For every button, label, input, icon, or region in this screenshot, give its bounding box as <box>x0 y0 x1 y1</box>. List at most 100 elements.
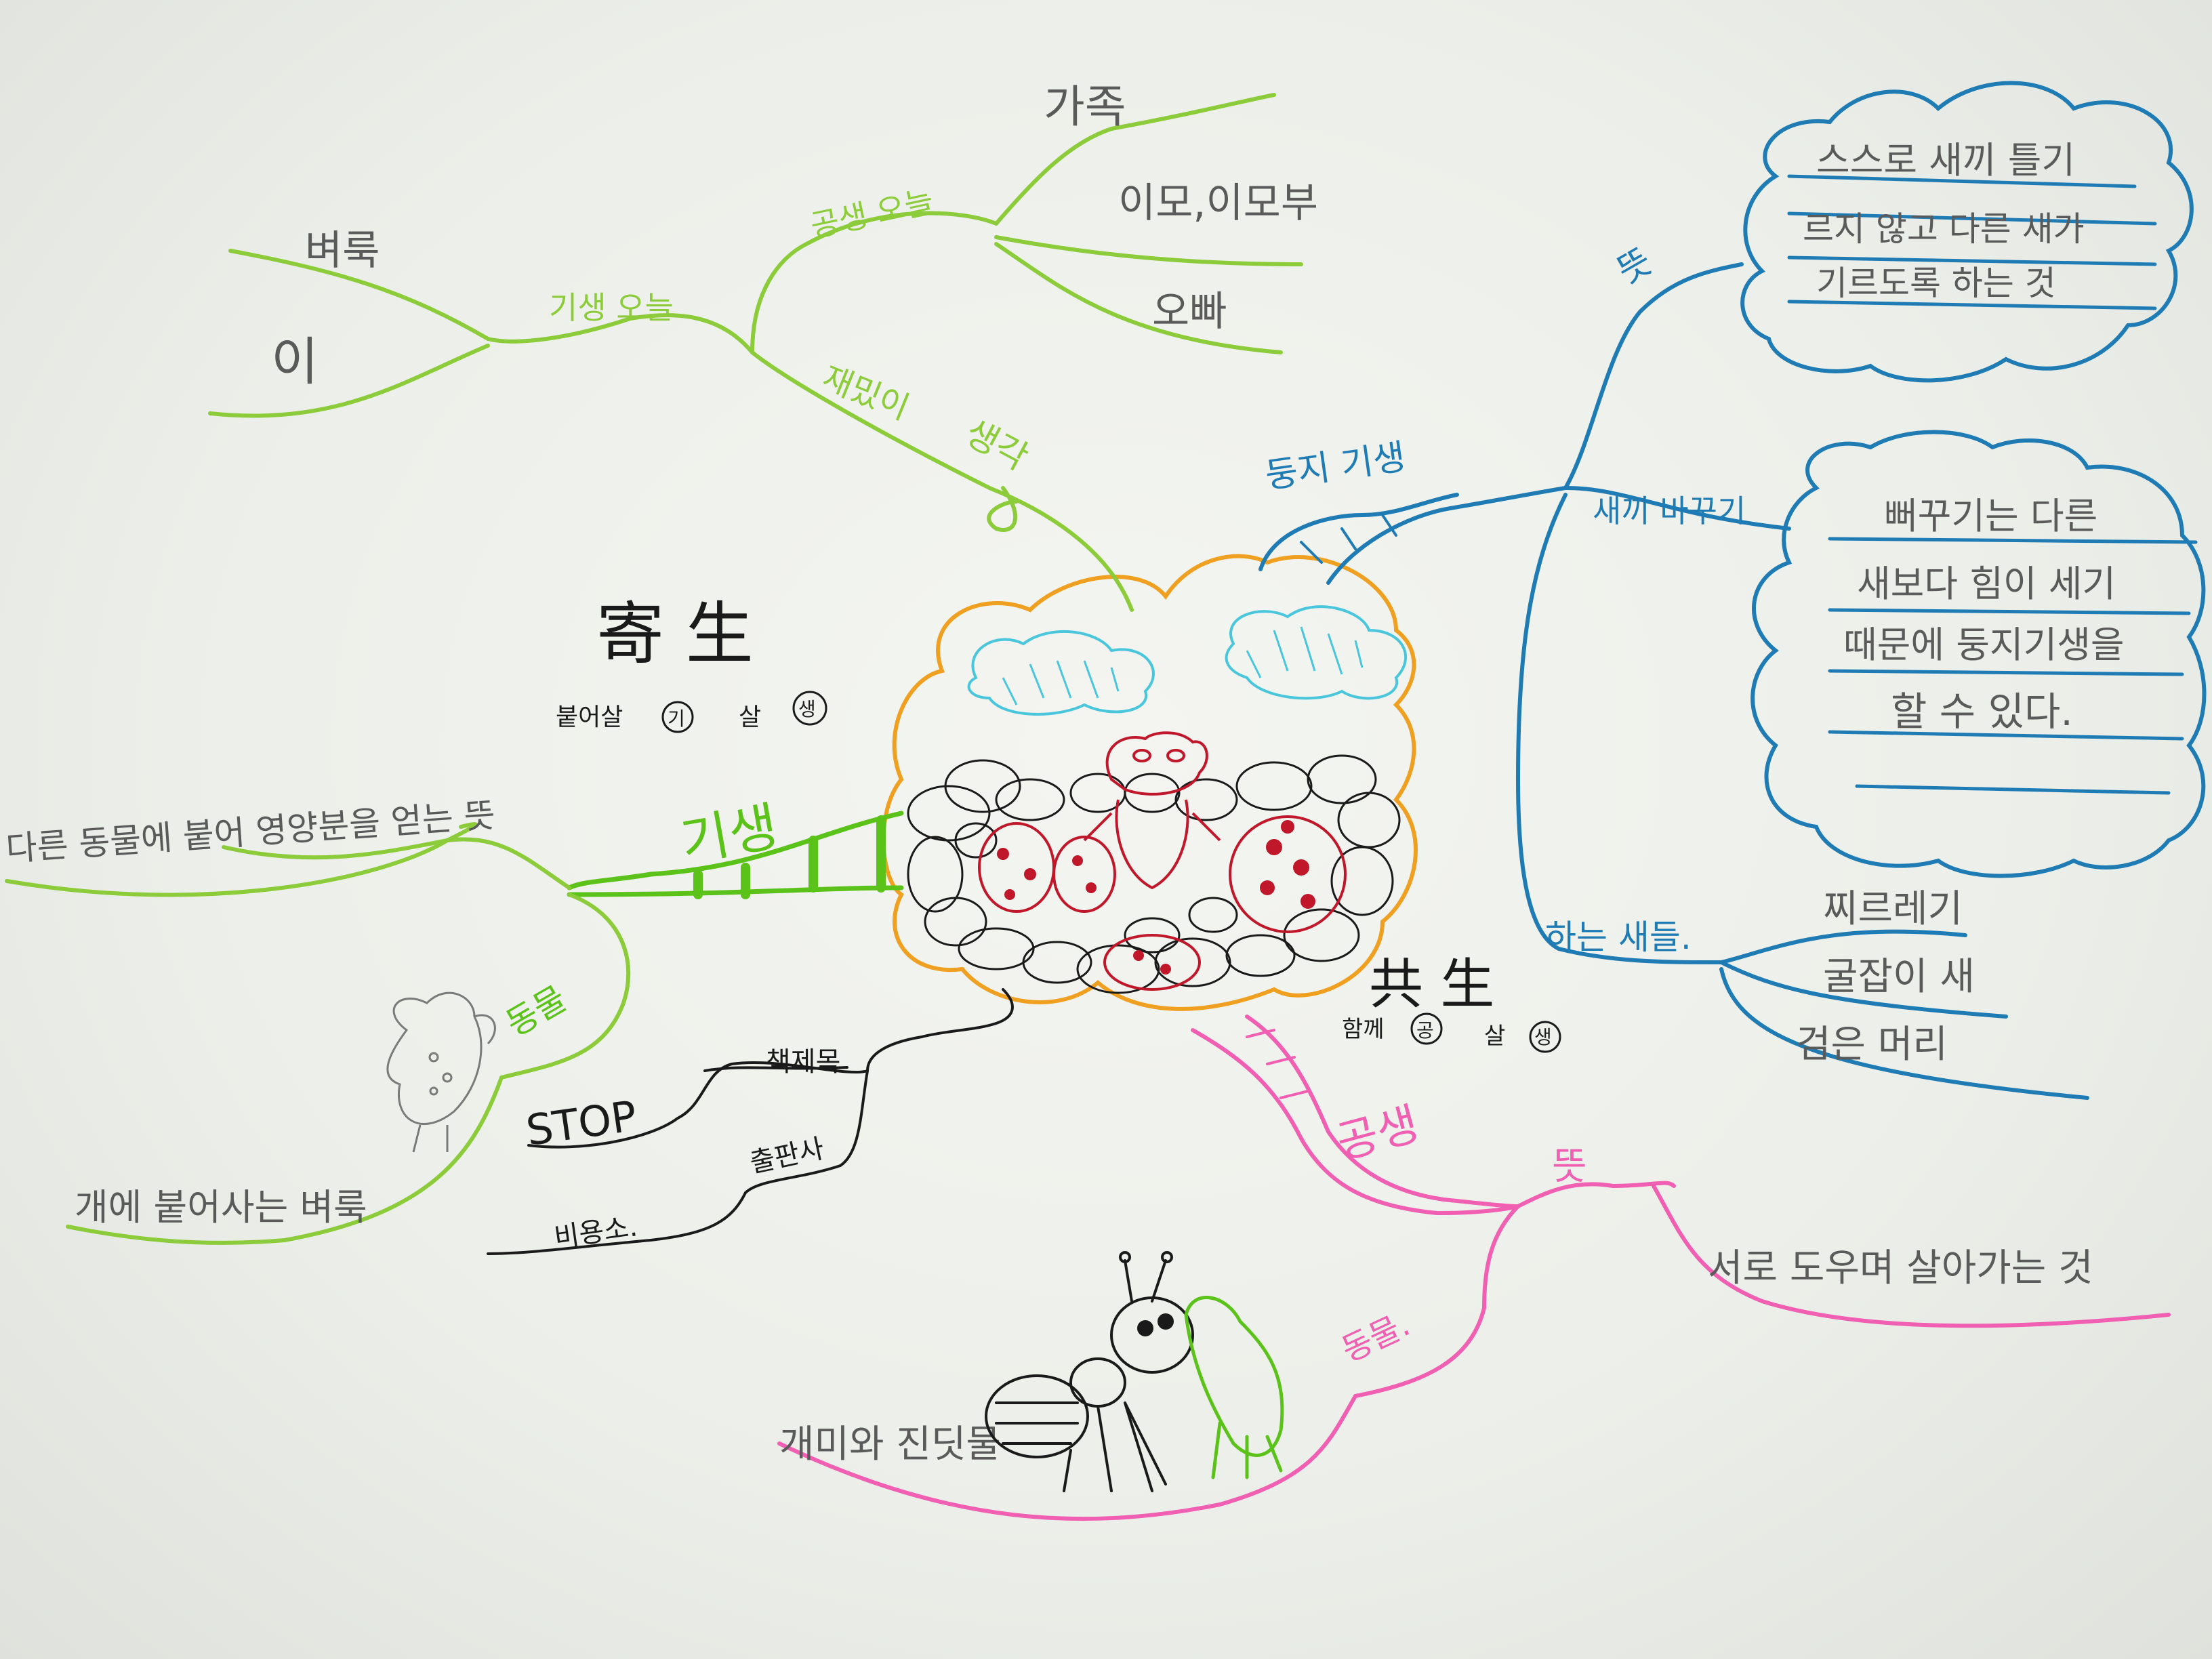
blue-swap-line-2: 새보다 힘이 세기 <box>1857 562 2116 605</box>
green-brother-line <box>994 242 1283 354</box>
blue-meaning-label: 뜻 <box>1611 241 1659 292</box>
blue-nest-parasitism: 둥지 기생 <box>1263 437 1408 497</box>
black-cost-line <box>487 1191 747 1255</box>
ant-doodle <box>985 1251 1194 1492</box>
green-parasite-ex-line <box>486 313 754 354</box>
black-stop: STOP <box>523 1091 640 1155</box>
eggs <box>978 815 1347 991</box>
green-family: 가족 <box>1044 81 1126 133</box>
nest-scribble <box>907 754 1401 994</box>
green-aunt-uncle: 이모,이모부 <box>1118 180 1318 227</box>
blue-swap-underlines <box>1828 537 2198 795</box>
green-symb-ex-line <box>750 211 998 354</box>
green-aunt-line <box>994 235 1303 266</box>
black-cost: 비용소. <box>552 1211 639 1254</box>
blue-meaning-line-3: 기르도록 하는 것 <box>1816 264 2056 303</box>
symbiosis-sub-2-circled: 생 <box>1534 1026 1552 1048</box>
symbiosis-sub-1: 함께 <box>1342 1016 1385 1043</box>
pink-branch-symb: 공생 <box>1331 1098 1424 1170</box>
parasite-sub-2: 살 <box>739 703 761 731</box>
green-meaning-line <box>5 822 478 897</box>
cuckoo-chick <box>1083 731 1221 890</box>
green-fun-thought-1: 재밌이 <box>817 359 915 428</box>
pink-meaning-label: 뜻 <box>1552 1145 1587 1189</box>
symbiosis-title: 共 生 <box>1369 953 1494 1016</box>
cyan-cloud-right <box>1225 605 1408 700</box>
pink-meaning-line <box>1516 1181 1676 1208</box>
parasite-title: 寄 生 <box>596 594 754 674</box>
blue-meaning-underlines <box>1787 174 2157 310</box>
parasite-sub-1-circle <box>661 701 694 733</box>
parasite-sub-1: 붙어살 <box>556 703 623 731</box>
pink-bottom-branch <box>777 1015 2171 1521</box>
blue-chick-swap: 새끼 바꾸기 <box>1593 493 1746 529</box>
blue-swap-line-4: 할 수 있다. <box>1891 689 2073 735</box>
green-left-hatch <box>693 815 886 899</box>
pink-ant-aphid-line <box>777 1394 1357 1521</box>
black-resp-line <box>703 1066 848 1072</box>
aphid-doodle <box>1184 1296 1284 1479</box>
egg-spots <box>997 820 1315 975</box>
blue-connector-bottom <box>1258 493 1459 571</box>
symbiosis-sub-2: 살 <box>1484 1023 1505 1050</box>
central-image <box>881 554 1418 1011</box>
green-main-connector <box>750 350 1134 612</box>
symbiosis-title-group: 共 生 함께 공 살 생 <box>1342 953 1561 1053</box>
center-cloud-outline <box>881 554 1418 1011</box>
blue-bird-2-line <box>1719 960 2008 1019</box>
green-meaning-upper <box>222 837 571 890</box>
green-fun-thought-2: 생각 <box>958 413 1035 479</box>
cyan-cloud-left-hatch <box>1002 660 1120 705</box>
blue-bird-1-line <box>1719 929 1967 964</box>
blue-meaning-line-2: 르지 않고 다른 새가 <box>1803 209 2085 249</box>
blue-bird-1: 찌르레기 <box>1823 887 1963 931</box>
black-branch <box>487 988 1014 1255</box>
dog-doodle <box>386 991 496 1153</box>
blue-birds-label: 하는 새들. <box>1545 918 1692 957</box>
blue-meaning-line-1: 스스로 새끼 틀기 <box>1816 139 2075 182</box>
pink-ant-aphid: 개미와 진딧물 <box>779 1422 1001 1467</box>
green-big-brother: 오빠 <box>1152 288 1227 335</box>
green-meaning-text: 다른 동물에 붙어 영양분을 얻는 뜻 <box>5 796 497 869</box>
parasitism-title-group: 寄 生 붙어살 기 살 생 <box>556 594 827 733</box>
parasite-sub-1-circled: 기 <box>668 708 685 730</box>
blue-connector-hatch <box>1300 514 1397 564</box>
blue-right-branch <box>1258 81 2207 1100</box>
green-flea: 벼룩 <box>305 227 380 274</box>
parasite-sub-2-circle <box>792 691 827 726</box>
black-responsibility: 책제목 <box>766 1046 840 1078</box>
green-branch-parasite-ex: 기생 오늘 <box>549 289 674 326</box>
green-loop <box>987 486 1019 532</box>
pink-animal-label: 동물. <box>1336 1305 1416 1370</box>
pink-animal-line <box>1353 1204 1520 1398</box>
green-flea-line <box>228 249 490 341</box>
blue-swap-cloud <box>1750 430 2207 878</box>
pink-meaning-underline <box>1652 1184 2171 1328</box>
blue-bird-3: 검은 머리 <box>1796 1023 1948 1067</box>
blue-birds-line <box>1515 493 1723 964</box>
blue-swap-line <box>1563 486 1791 531</box>
pink-meaning-text: 서로 도우며 살아가는 것 <box>1708 1246 2093 1290</box>
symbiosis-sub-1-circle <box>1410 1012 1443 1045</box>
green-lice-line <box>208 344 490 418</box>
pink-connector-outer <box>1191 1028 1520 1216</box>
blue-meaning-line <box>1563 262 1744 490</box>
blue-meaning-cloud <box>1740 81 2194 383</box>
cyan-cloud-right-hatch <box>1246 626 1364 678</box>
green-animal-line <box>499 893 631 1080</box>
blue-bird-2: 굴잡이 새 <box>1823 955 1975 999</box>
blue-connector-top <box>1326 486 1568 585</box>
blue-swap-line-3: 때문에 둥지기생을 <box>1843 623 2125 666</box>
green-left-connector-bottom <box>567 885 904 897</box>
green-left-connector-top <box>567 811 904 890</box>
black-publisher-line <box>744 1069 869 1194</box>
pink-connector-hatch <box>1246 1029 1309 1099</box>
green-dog-flea-line <box>66 1076 504 1245</box>
blue-swap-line-1: 뻐꾸기는 다른 <box>1884 495 2097 537</box>
cyan-cloud-left <box>967 630 1155 716</box>
green-branch-symb-ex: 공생 오늘 <box>807 183 937 245</box>
green-dog-flea: 개에 붙어사는 벼룩 <box>75 1186 367 1229</box>
green-left-branch <box>5 811 904 1245</box>
symbiosis-sub-2-circle <box>1529 1021 1561 1053</box>
